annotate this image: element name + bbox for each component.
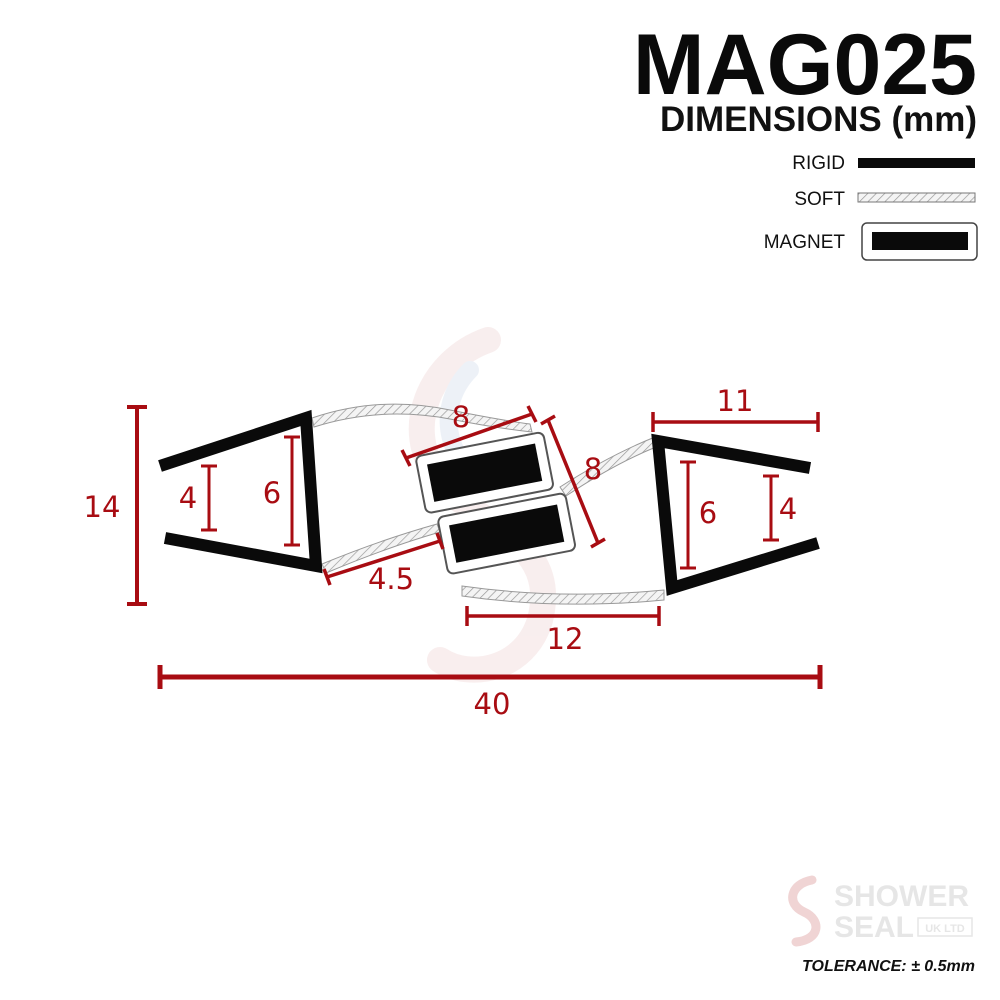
tolerance-note: TOLERANCE: ± 0.5mm [802, 958, 975, 975]
dim-overall-height-label: 14 [84, 490, 121, 524]
dimension-lines [127, 405, 823, 689]
legend-magnet-swatch [861, 222, 978, 261]
legend-soft-swatch [857, 192, 976, 203]
rigid-left-profile [158, 409, 323, 574]
dimension-labels: 14 4 6 8 8 4.5 11 6 4 12 40 [84, 384, 798, 721]
dim-overall-width-label: 40 [474, 687, 511, 721]
dim-left-inner-line [201, 464, 217, 532]
soft-flaps [311, 403, 665, 605]
dim-magnet-width-label: 8 [452, 400, 470, 434]
legend-rigid-label: RIGID [792, 153, 845, 174]
dim-right-inner-line [763, 474, 779, 542]
legend-rigid-swatch [858, 158, 975, 168]
rigid-profiles [158, 409, 820, 596]
dim-magnet-height-line [540, 414, 606, 549]
dim-right-outer-line [680, 460, 696, 570]
dim-right-outer-label: 6 [699, 496, 717, 530]
dimensions-subtitle: DIMENSIONS (mm) [660, 100, 977, 139]
dim-left-flap-line [322, 532, 445, 586]
soft-flap-top [311, 403, 533, 433]
dim-magnet-width-line [400, 405, 538, 467]
dim-left-flap-label: 4.5 [368, 562, 414, 596]
dim-right-width-label: 11 [717, 384, 754, 418]
dim-right-width-line [651, 412, 820, 432]
dim-magnet-height-label: 8 [584, 452, 602, 486]
legend-soft-label: SOFT [794, 189, 845, 210]
dim-left-outer-label: 6 [263, 476, 281, 510]
dim-overall-width-line [157, 665, 823, 689]
company-watermark: SHOWER SEAL UK LTD [788, 875, 973, 947]
product-code: MAG025 [633, 17, 977, 113]
dim-left-inner-label: 4 [179, 481, 197, 515]
dim-bottom-flap-line [465, 606, 661, 626]
watermark-s-logo [788, 875, 821, 947]
watermark-badge [917, 917, 973, 937]
watermark-line3: UK LTD [925, 923, 965, 935]
legend: RIGID SOFT MAGNET [764, 153, 978, 261]
watermark-line2: SEAL [834, 911, 914, 944]
dim-bottom-flap-label: 12 [547, 622, 584, 656]
soft-flap-bottom [461, 585, 665, 605]
legend-magnet-label: MAGNET [764, 232, 846, 253]
dim-overall-height-line [127, 405, 147, 606]
magnet-upper [415, 431, 554, 514]
rigid-right-profile [651, 433, 820, 596]
dim-right-inner-label: 4 [779, 492, 797, 526]
magnet-assembly [415, 431, 576, 575]
watermark-line1: SHOWER [834, 880, 969, 913]
dim-left-outer-line [284, 435, 300, 547]
